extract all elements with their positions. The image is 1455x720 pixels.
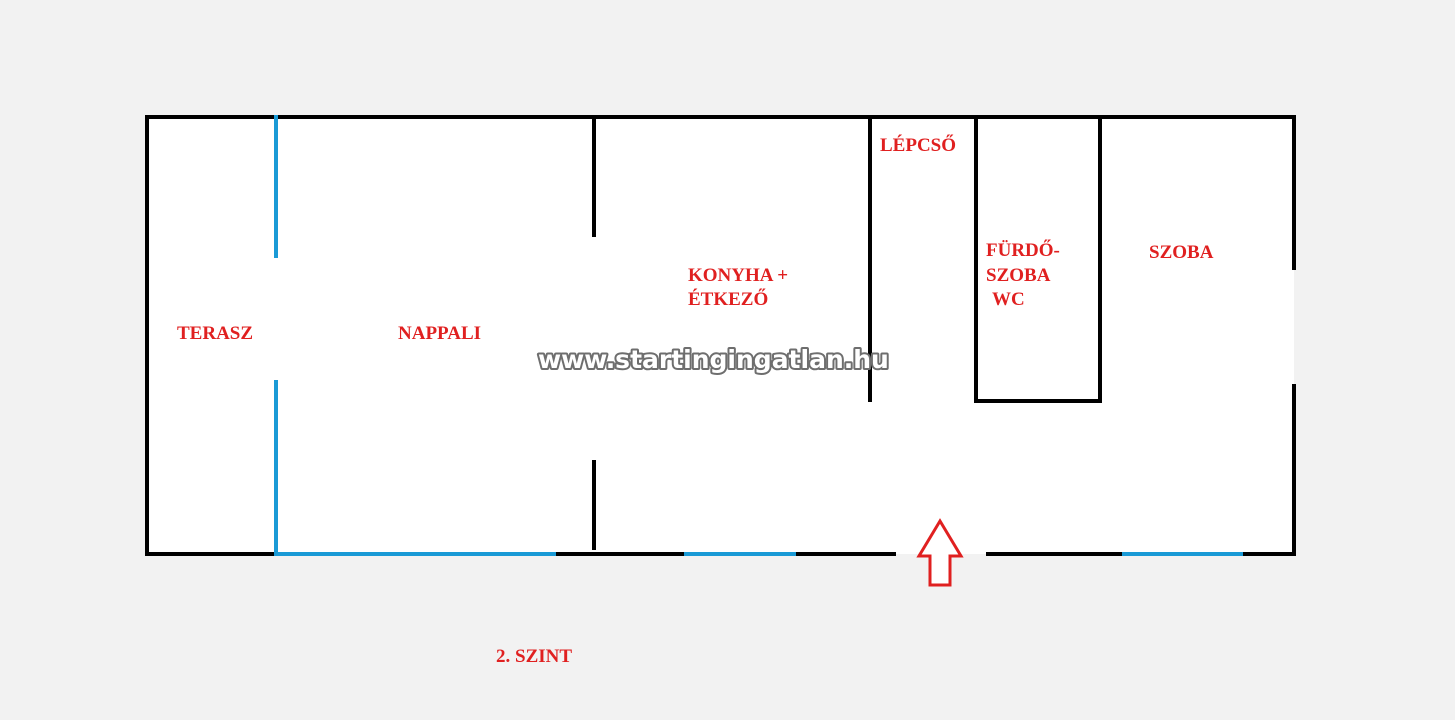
room-label-konyha-line2: ÉTKEZŐ <box>688 288 768 310</box>
up-arrow-icon <box>916 518 964 587</box>
outer-walls <box>145 115 1296 556</box>
interior-walls <box>592 115 1102 550</box>
floor-area <box>147 117 1294 554</box>
windows <box>274 115 1243 556</box>
room-label-lepcso: LÉPCSŐ <box>880 134 956 156</box>
room-label-furdo-line2: SZOBA <box>986 265 1051 286</box>
room-label-furdo-line1: FÜRDŐ- <box>986 239 1060 261</box>
room-label-furdo-line3: WC <box>992 289 1025 310</box>
room-label-nappali: NAPPALI <box>398 323 481 344</box>
level-label: 2. SZINT <box>496 646 572 667</box>
room-label-szoba: SZOBA <box>1149 242 1214 263</box>
watermark-text: www.startingingatlan.hu <box>538 345 889 374</box>
room-label-terasz: TERASZ <box>177 323 253 344</box>
room-label-konyha-line1: KONYHA + <box>688 265 788 286</box>
